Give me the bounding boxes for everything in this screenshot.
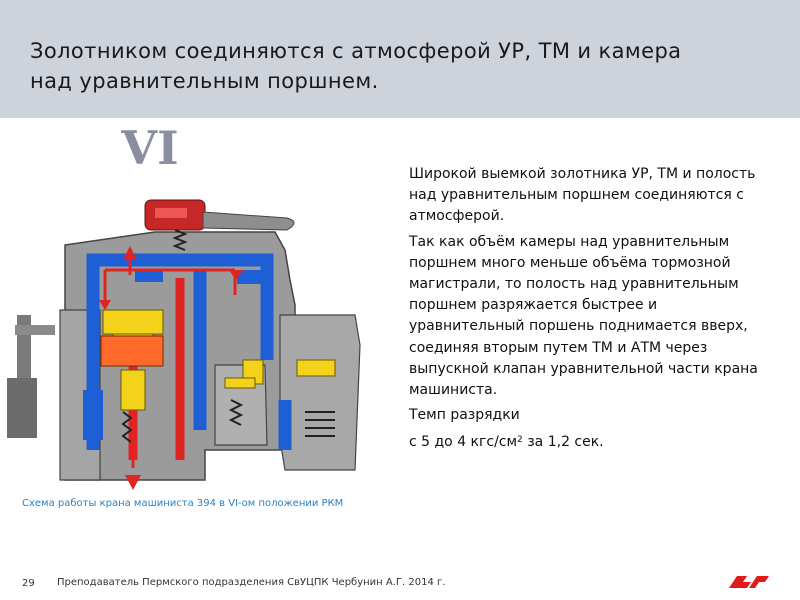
rate-text: с 5 до 4 кгс/см (409, 434, 518, 451)
valve-diagram: VI (5, 120, 377, 491)
diagram-caption: Схема работы крана машиниста 394 в VI-ом… (22, 498, 344, 509)
footer-text: Преподаватель Пермского подразделения Св… (57, 577, 446, 588)
piston-chamber (100, 335, 164, 411)
slide-number: 29 (22, 578, 35, 589)
springs (121, 229, 335, 443)
rate-suffix: за 1,2 сек. (522, 434, 604, 451)
left-reservoir (7, 315, 55, 438)
paragraph-1: Широкой выемкой золотника УР, ТМ и полос… (409, 166, 756, 225)
handle-red (144, 199, 295, 231)
position-label: VI (120, 121, 178, 175)
air-channels-blue-solid (83, 270, 267, 440)
body-text: Широкой выемкой золотника УР, ТМ и полос… (409, 164, 764, 454)
rate-exponent: 2 (517, 435, 523, 446)
paragraph-2: Так как объём камеры над уравнительным п… (409, 233, 758, 399)
paragraph-3: Темп разрядки (409, 407, 520, 424)
rate-line: с 5 до 4 кгс/см2 за 1,2 сек. (409, 430, 764, 453)
rzd-logo-icon (729, 576, 769, 588)
valve-diagram-svg: VI (7, 121, 361, 490)
title-bar: Золотником соединяются с атмосферой УР, … (0, 0, 800, 118)
arrow-heads (99, 246, 243, 490)
slide-title: Золотником соединяются с атмосферой УР, … (30, 39, 682, 93)
